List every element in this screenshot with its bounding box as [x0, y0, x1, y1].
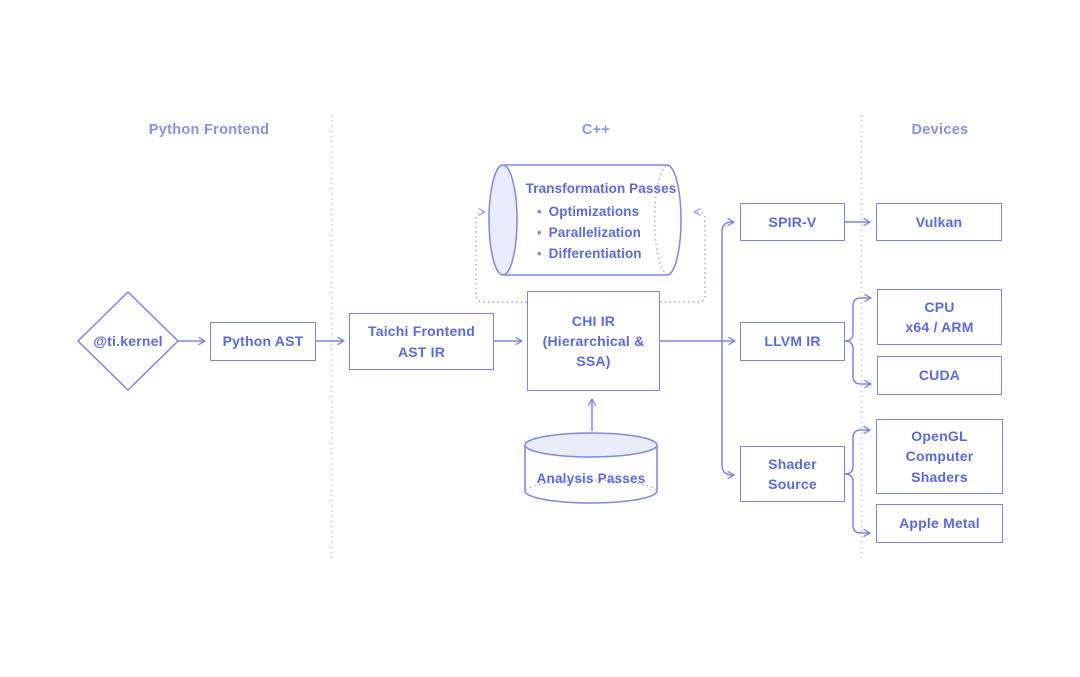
node-transformation-passes: Transformation Passes • Optimizations • …: [517, 180, 685, 264]
transformation-passes-cylinder-shape: [488, 164, 682, 276]
node-llvm-ir: LLVM IR: [740, 322, 845, 361]
node-spir-v: SPIR-V: [740, 203, 845, 241]
node-apple-metal: Apple Metal: [876, 504, 1003, 543]
section-header-python-frontend: Python Frontend: [148, 122, 270, 138]
transformation-passes-title: Transformation Passes: [525, 181, 677, 196]
cylinder-body: [503, 164, 682, 276]
arrow-llvmir-to-cuda: [844, 340, 872, 389]
ti-kernel-diamond-shape: [76, 290, 180, 392]
node-opengl-computer-shaders: OpenGL Computer Shaders: [876, 419, 1003, 494]
cylinder-back-rim-dashed: [654, 165, 667, 275]
node-analysis-passes-label: Analysis Passes: [536, 471, 646, 486]
bullet-icon: •: [537, 225, 542, 240]
bullet-icon: •: [537, 246, 542, 261]
node-vulkan: Vulkan: [876, 203, 1002, 241]
node-shader-source: Shader Source: [740, 446, 845, 502]
transformation-pass-item: • Optimizations: [517, 201, 685, 222]
transformation-pass-parallelization: Parallelization: [548, 225, 641, 240]
arrow-shadersource-to-applemetal: [844, 473, 871, 538]
arrow-branch-to-spirv: [721, 217, 735, 341]
arrow-shadersource-to-opengl: [844, 425, 871, 475]
transformation-pass-item: • Differentiation: [517, 243, 685, 264]
node-python-ast: Python AST: [210, 322, 316, 361]
section-header-devices: Devices: [911, 122, 969, 138]
bullet-icon: •: [537, 204, 542, 219]
node-cpu-x64-arm: CPU x64 / ARM: [877, 289, 1002, 345]
analysis-passes-drum-shape: [524, 432, 658, 504]
drum-back-rim-dashed: [525, 479, 657, 491]
arrow-llvmir-to-cpu: [844, 293, 872, 342]
arrow-branch-to-shadersource: [721, 341, 735, 480]
drum-top-cap: [524, 432, 658, 458]
node-chi-ir: CHI IR (Hierarchical & SSA): [527, 291, 660, 391]
transformation-pass-item: • Parallelization: [517, 222, 685, 243]
section-header-cpp: C++: [581, 122, 611, 138]
node-taichi-frontend-ast-ir: Taichi Frontend AST IR: [349, 313, 494, 370]
transformation-pass-differentiation: Differentiation: [548, 246, 642, 261]
cylinder-left-cap: [488, 164, 518, 276]
drum-body: [524, 445, 658, 504]
node-ti-kernel-label: @ti.kernel: [93, 333, 163, 349]
node-cuda: CUDA: [877, 356, 1002, 395]
transformation-pass-optimizations: Optimizations: [548, 204, 640, 219]
